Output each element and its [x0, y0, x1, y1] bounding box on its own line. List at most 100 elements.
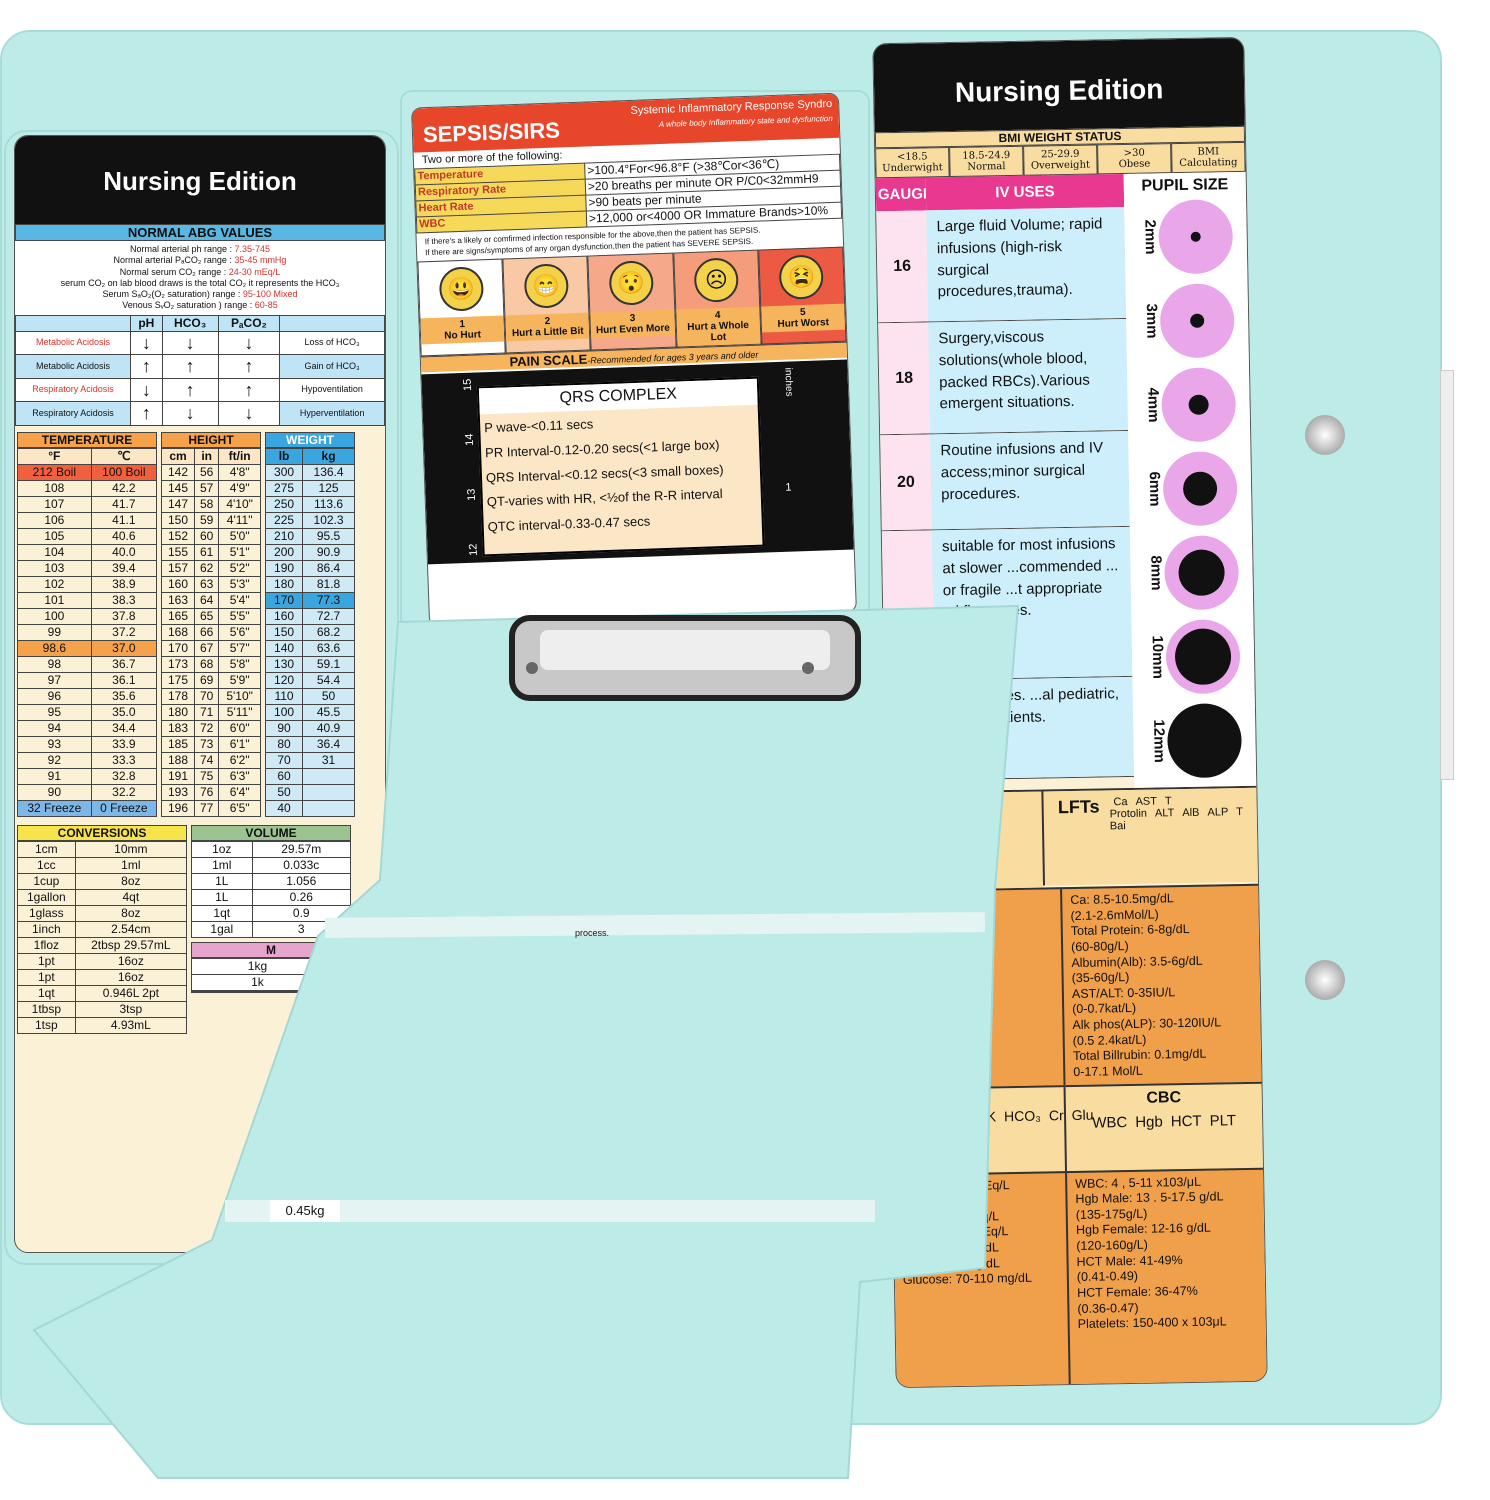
- side-latch[interactable]: [1440, 370, 1454, 780]
- abg-row: Metabolic Acidosis↓↓↓Loss of HCO₃: [15, 330, 385, 355]
- table-cell: 5'5": [218, 607, 261, 625]
- table-cell: 50: [302, 687, 355, 705]
- table-cell: 145: [160, 479, 196, 497]
- table-cell: 72: [194, 719, 220, 737]
- weight-row: 40: [264, 799, 355, 817]
- abg-line: Serum SₐO₂(O₂ saturation) range : 95-100…: [18, 289, 382, 300]
- table-cell: 6'4": [218, 783, 261, 801]
- table-cell: 36.4: [302, 735, 355, 753]
- table-cell: 95.5: [302, 527, 355, 545]
- table-cell: 4'8": [218, 463, 261, 481]
- abg-line: Normal arterial PₐCO₂ range : 35-45 mmHg: [18, 255, 382, 266]
- header-row: °F℃: [17, 447, 158, 465]
- table-cell: 152: [160, 527, 196, 545]
- condition: Metabolic Acidosis: [15, 354, 131, 379]
- table-cell: 72.7: [302, 607, 355, 625]
- abg-column: PₐCO₂: [217, 314, 281, 332]
- condition: Respiratory Acidosis: [15, 401, 131, 426]
- table-cell: 71: [194, 703, 220, 721]
- table-cell: 1gal: [191, 920, 253, 938]
- cause: Hyperventilation: [279, 401, 385, 426]
- volume-title: VOLUME: [191, 824, 351, 841]
- column-header: ft/in: [218, 447, 261, 465]
- table-cell: 180: [264, 575, 304, 593]
- temperature-title: TEMPERATURE: [17, 431, 157, 448]
- table-cell: 40.6: [90, 527, 158, 545]
- rivet: [1305, 415, 1345, 455]
- table-cell: 196: [160, 799, 196, 817]
- table-cell: 300: [264, 463, 304, 481]
- table-cell: 80: [264, 735, 304, 753]
- table-cell: 100 Boil: [90, 463, 158, 481]
- table-cell: 66: [194, 623, 220, 641]
- table-cell: 63: [194, 575, 220, 593]
- table-cell: 250: [264, 495, 304, 513]
- table-cell: 150: [264, 623, 304, 641]
- table-cell: 210: [264, 527, 304, 545]
- arrow-icon: ↓: [217, 401, 281, 426]
- table-cell: 59.1: [302, 655, 355, 673]
- cause: Gain of HCO₃: [279, 354, 385, 379]
- table-cell: 70: [264, 751, 304, 769]
- table-cell: 57: [194, 479, 220, 497]
- table-cell: 101: [17, 591, 92, 609]
- table-cell: 39.4: [90, 559, 158, 577]
- table-cell: 64: [194, 591, 220, 609]
- abg-value: 24-30 mEq/L: [228, 266, 281, 277]
- table-cell: 5'7": [218, 639, 261, 657]
- table-cell: 68: [194, 655, 220, 673]
- table-cell: 67: [194, 639, 220, 657]
- table-cell: 102.3: [302, 511, 355, 529]
- hidden-fragment: process.: [575, 928, 610, 938]
- table-cell: 1qt: [191, 904, 253, 922]
- abg-line: Venous SᵥO₂ saturation ) range : 60-85: [18, 300, 382, 311]
- table-cell: 32.8: [90, 767, 158, 785]
- weight-row: 50: [264, 783, 355, 801]
- abg-label: Venous SᵥO₂ saturation ) range :: [122, 300, 255, 311]
- table-cell: 1cup: [17, 872, 76, 890]
- table-cell: 8oz: [74, 872, 188, 890]
- abg-value: 60-85: [254, 300, 278, 311]
- abg-column: [279, 314, 385, 332]
- table-cell: 76: [194, 783, 220, 801]
- table-cell: 100: [264, 703, 304, 721]
- table-cell: 107: [17, 495, 92, 513]
- table-cell: 140: [264, 639, 304, 657]
- arrow-icon: ↓: [217, 330, 281, 355]
- table-cell: 93: [17, 735, 92, 753]
- table-cell: 0 Freeze: [90, 799, 158, 817]
- table-cell: 36.7: [90, 655, 158, 673]
- abg-line: Normal arterial ph range : 7.35-745: [18, 244, 382, 255]
- abg-value: 7.35-745: [234, 244, 271, 254]
- cause: Loss of HCO₃: [279, 330, 385, 355]
- table-cell: 4'10": [218, 495, 261, 513]
- hinge: [324, 912, 986, 938]
